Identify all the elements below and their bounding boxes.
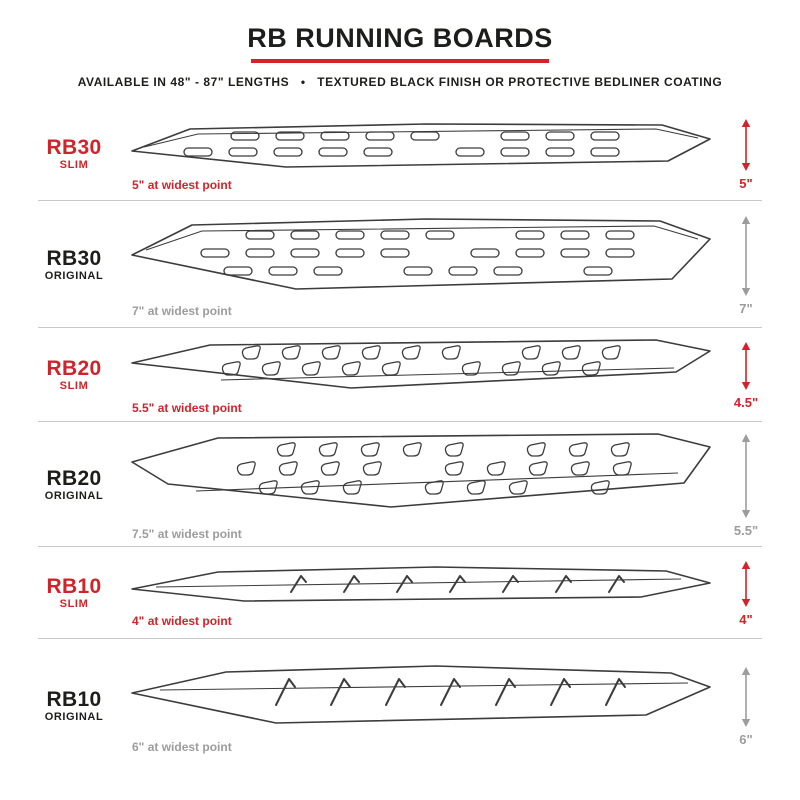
- height-dimension: 6": [726, 666, 766, 747]
- height-dimension: 5.5": [726, 433, 766, 538]
- height-dimension-label: 5.5": [733, 522, 759, 538]
- vertical-dimension-arrow-icon: [741, 342, 751, 390]
- board-row-rb10-original: RB10 ORIGINAL 6" at widest point: [0, 639, 800, 771]
- board-art: 5.5" at widest point: [122, 336, 726, 415]
- height-dimension: 4": [726, 560, 766, 627]
- variant-name: SLIM: [59, 380, 89, 393]
- model-name: RB20: [46, 466, 102, 490]
- height-dimension-label: 5": [739, 175, 753, 191]
- width-note: 7.5" at widest point: [132, 527, 242, 541]
- board-row-rb30-original: RB30 ORIGINAL 7" at widest point 7": [0, 201, 800, 327]
- board-art: 4" at widest point: [122, 559, 726, 628]
- height-dimension-label: 4.5": [733, 395, 759, 410]
- title-underline-bar: [251, 58, 549, 63]
- rb30-original-board-drawing: [131, 217, 711, 290]
- variant-name: ORIGINAL: [44, 489, 104, 502]
- board-label: RB20 SLIM: [26, 358, 122, 393]
- board-row-rb20-original: RB20 ORIGINAL 7.5" at widest point: [0, 422, 800, 546]
- variant-name: ORIGINAL: [44, 710, 104, 723]
- width-note: 6" at widest point: [132, 739, 232, 754]
- vertical-dimension-arrow-icon: [741, 118, 751, 171]
- row-divider: [38, 200, 762, 201]
- page-header: RB RUNNING BOARDS AVAILABLE IN 48" - 87"…: [0, 0, 800, 106]
- board-art: 5" at widest point: [122, 117, 726, 192]
- height-dimension: 5": [726, 118, 766, 191]
- height-dimension-label: 7": [739, 300, 753, 316]
- model-name: RB10: [46, 575, 102, 599]
- page-title: RB RUNNING BOARDS: [247, 23, 553, 53]
- board-label: RB10 SLIM: [26, 576, 122, 611]
- vertical-dimension-arrow-icon: [741, 666, 751, 727]
- model-name: RB30: [46, 246, 102, 270]
- row-divider: [38, 638, 762, 639]
- board-row-rb30-slim: RB30 SLIM 5" at widest point 5": [0, 106, 800, 200]
- row-divider: [38, 546, 762, 547]
- vertical-dimension-arrow-icon: [741, 561, 751, 607]
- rb20-original-board-drawing: [131, 433, 711, 508]
- width-note: 5" at widest point: [132, 177, 232, 192]
- rb20-slim-board-drawing: [131, 339, 711, 389]
- page-subtitle: AVAILABLE IN 48" - 87" LENGTHS • TEXTURE…: [77, 74, 723, 89]
- width-note: 7" at widest point: [132, 303, 232, 318]
- variant-name: SLIM: [59, 598, 89, 611]
- variant-name: SLIM: [59, 158, 89, 171]
- width-note: 4" at widest point: [132, 614, 232, 628]
- model-name: RB30: [46, 135, 102, 159]
- rb10-original-board-drawing: [131, 664, 711, 724]
- vertical-dimension-arrow-icon: [741, 215, 751, 296]
- rb30-slim-board-drawing: [131, 122, 711, 168]
- board-label: RB20 ORIGINAL: [26, 466, 122, 503]
- model-name: RB20: [46, 357, 102, 381]
- row-divider: [38, 421, 762, 422]
- vertical-dimension-arrow-icon: [741, 433, 751, 518]
- board-row-rb20-slim: RB20 SLIM 5.5" at widest point 4.5": [0, 328, 800, 421]
- board-label: RB30 ORIGINAL: [26, 246, 122, 283]
- board-art: 7.5" at widest point: [122, 429, 726, 541]
- height-dimension: 4.5": [726, 341, 766, 410]
- board-label: RB10 ORIGINAL: [26, 687, 122, 724]
- width-note: 5.5" at widest point: [132, 401, 242, 415]
- height-dimension-label: 4": [739, 612, 753, 627]
- row-divider: [38, 327, 762, 328]
- variant-name: ORIGINAL: [44, 269, 104, 282]
- board-art: 7" at widest point: [122, 213, 726, 318]
- model-name: RB10: [46, 687, 102, 711]
- height-dimension-label: 6": [739, 731, 753, 747]
- height-dimension: 7": [726, 215, 766, 316]
- board-row-rb10-slim: RB10 SLIM 4" at widest point: [0, 547, 800, 638]
- board-art: 6" at widest point: [122, 659, 726, 754]
- board-label: RB30 SLIM: [26, 135, 122, 172]
- rb10-slim-board-drawing: [131, 566, 711, 602]
